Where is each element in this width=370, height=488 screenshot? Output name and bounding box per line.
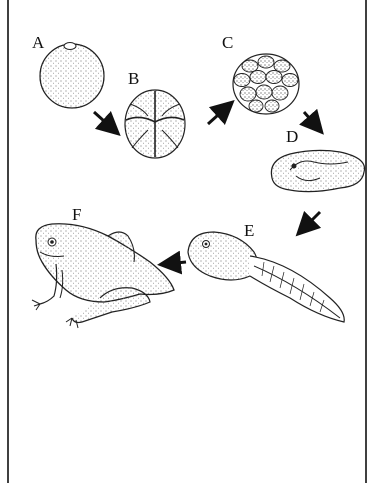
arrow-c-to-d bbox=[304, 112, 318, 128]
early-larva-icon bbox=[271, 150, 364, 191]
arrow-a-to-b bbox=[94, 112, 114, 130]
stage-label-e: E bbox=[244, 222, 254, 239]
stage-label-f: F bbox=[72, 206, 81, 223]
cleaving-embryo-icon bbox=[125, 90, 185, 158]
arrow-b-to-c bbox=[208, 106, 228, 124]
arrow-d-to-e bbox=[302, 212, 320, 230]
egg-icon bbox=[40, 43, 104, 109]
tadpole-icon bbox=[188, 232, 344, 322]
stage-label-b: B bbox=[128, 70, 139, 87]
stage-label-a: A bbox=[32, 34, 44, 51]
blastula-icon bbox=[233, 54, 299, 114]
stage-label-c: C bbox=[222, 34, 233, 51]
stage-label-d: D bbox=[286, 128, 298, 145]
frog-icon bbox=[32, 224, 174, 328]
arrow-e-to-f bbox=[166, 262, 186, 264]
